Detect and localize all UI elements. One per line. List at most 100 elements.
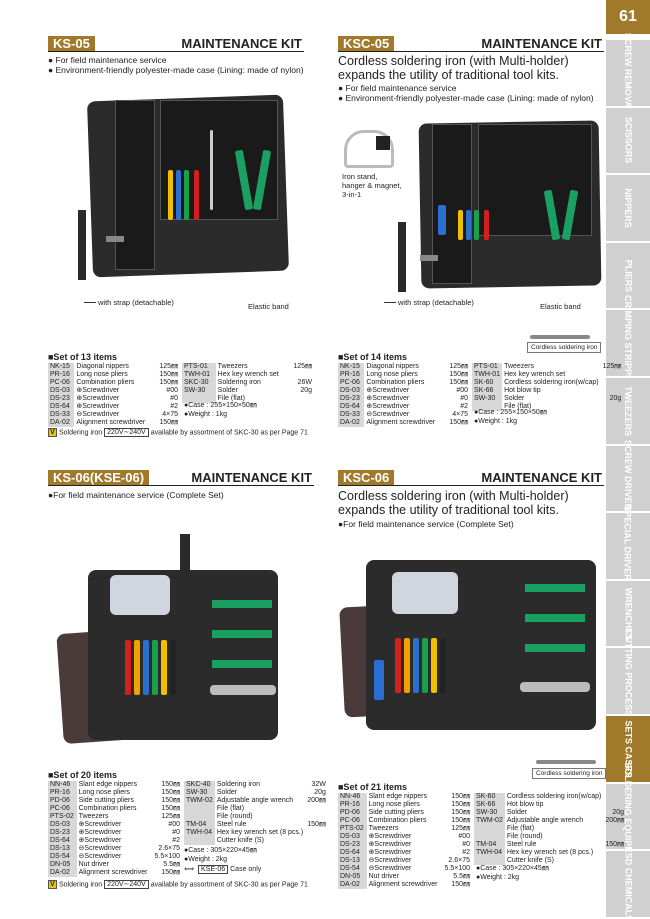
part-spec — [603, 825, 626, 833]
part-code: DS-03 — [48, 387, 75, 395]
part-spec: 150㎜ — [159, 379, 178, 386]
part-spec: 125㎜ — [449, 363, 468, 370]
part-code: SW-30 — [474, 809, 505, 817]
part-spec — [603, 793, 626, 801]
part-name: Steel rule — [506, 841, 537, 848]
part-name: Adjustable angle wrench — [506, 817, 584, 824]
ks05-caption-strap: with strap (detachable) — [98, 298, 174, 307]
part-name: Solder — [504, 395, 525, 402]
part-spec — [289, 395, 314, 403]
part-name: File (round) — [216, 813, 253, 820]
side-tab-0[interactable]: SCREW REMOVAL — [606, 33, 650, 113]
part-code: PC-06 — [338, 379, 365, 387]
part-code — [184, 813, 215, 821]
part-name: Solder — [216, 789, 238, 796]
table-row: DS-23⊕Screwdriver#0 — [338, 841, 472, 849]
ksc06-caption-iron: Cordless soldering iron — [532, 768, 607, 779]
part-spec — [603, 857, 626, 865]
part-spec: 125㎜ — [159, 363, 178, 370]
side-tab-8[interactable]: WRENCHES — [606, 580, 650, 649]
part-code — [474, 857, 505, 865]
part-spec: 150㎜ — [161, 805, 180, 812]
table-row: File (round) — [474, 833, 626, 841]
side-tab-7[interactable]: SPECIAL DRIVERS — [606, 505, 650, 587]
part-spec: 150㎜ — [307, 821, 326, 828]
ks06-kit-label: MAINTENANCE KIT — [191, 470, 312, 485]
part-spec: 125㎜ — [451, 825, 470, 832]
ksc05-headline-1: Cordless soldering iron (with Multi-hold… — [338, 54, 569, 68]
part-spec — [603, 833, 626, 841]
part-name: Adjustable angle wrench — [216, 797, 294, 804]
part-code: DS-64 — [338, 849, 367, 857]
side-tab-5[interactable]: TWEEZERS — [606, 378, 650, 446]
part-code: NK-15 — [48, 363, 75, 371]
part-name: Alignment screwdriver — [76, 419, 146, 426]
part-spec: 150㎜ — [161, 869, 180, 876]
part-code: PR-16 — [48, 371, 75, 379]
part-name: ⊖Screwdriver — [368, 865, 412, 872]
side-tab-9[interactable]: CUTTING PROCESSING — [606, 630, 650, 733]
part-code — [184, 837, 215, 845]
table-row: Cutter knife (S) — [474, 857, 626, 865]
part-name: Combination pliers — [366, 379, 425, 386]
part-spec: #2 — [170, 403, 178, 410]
side-tab-2[interactable]: NIPPERS — [606, 175, 650, 243]
part-name: Hot blow tip — [506, 801, 544, 808]
part-name: Long nose pliers — [368, 801, 420, 808]
part-spec: 5.5㎜ — [163, 861, 180, 868]
part-code: DS-23 — [338, 841, 367, 849]
ks05-bullet-2: ● Environment-friendly polyester-made ca… — [48, 65, 304, 75]
side-tab-12[interactable]: ESD CHEMICALS — [606, 847, 650, 919]
part-name: Combination pliers — [78, 805, 137, 812]
part-spec: 5.5×100 — [154, 853, 181, 860]
side-tab-3[interactable]: PLIERS — [606, 242, 650, 311]
side-tab-1[interactable]: SCISSORS — [606, 107, 650, 176]
side-tab-11[interactable]: SOLDERING EQUIPMENT — [606, 762, 650, 871]
part-spec — [305, 837, 328, 845]
part-code: PTS-02 — [48, 813, 77, 821]
part-code: DS-33 — [48, 411, 75, 419]
part-code — [182, 395, 216, 403]
part-spec — [305, 829, 328, 837]
part-name: File (flat) — [506, 825, 535, 832]
part-spec — [603, 849, 626, 857]
part-code: TWH-01 — [182, 371, 216, 379]
part-code — [184, 805, 215, 813]
part-name: ⊕Screwdriver — [78, 837, 122, 844]
part-name: Cordless soldering iron(w/cap) — [506, 793, 602, 800]
part-spec: #0 — [462, 841, 470, 848]
ksc05-caption-band: Elastic band — [540, 302, 581, 311]
side-tab-4[interactable]: CRIMPING STRIPPING — [606, 295, 650, 391]
part-spec: 150㎜ — [451, 817, 470, 824]
part-spec: 125㎜ — [161, 813, 180, 820]
part-code: NN-46 — [48, 781, 77, 789]
table-row: File (flat) — [184, 805, 328, 813]
ks06-bullet-1: ●For field maintenance service (Complete… — [48, 490, 224, 500]
part-name: ⊕Screwdriver — [78, 829, 122, 836]
part-code: DN-05 — [48, 861, 77, 869]
part-spec — [305, 805, 328, 813]
part-code: DS-23 — [48, 395, 75, 403]
ks05-header: KS-05 MAINTENANCE KIT — [48, 36, 304, 52]
side-tab-10[interactable]: SETS CASES — [606, 716, 650, 784]
part-spec: #00 — [458, 833, 470, 840]
part-spec: 150㎜ — [449, 379, 468, 386]
part-code: SW-30 — [184, 789, 215, 797]
side-tab-6[interactable]: SCREW DRIVERS — [606, 440, 650, 516]
part-spec: #00 — [168, 821, 180, 828]
